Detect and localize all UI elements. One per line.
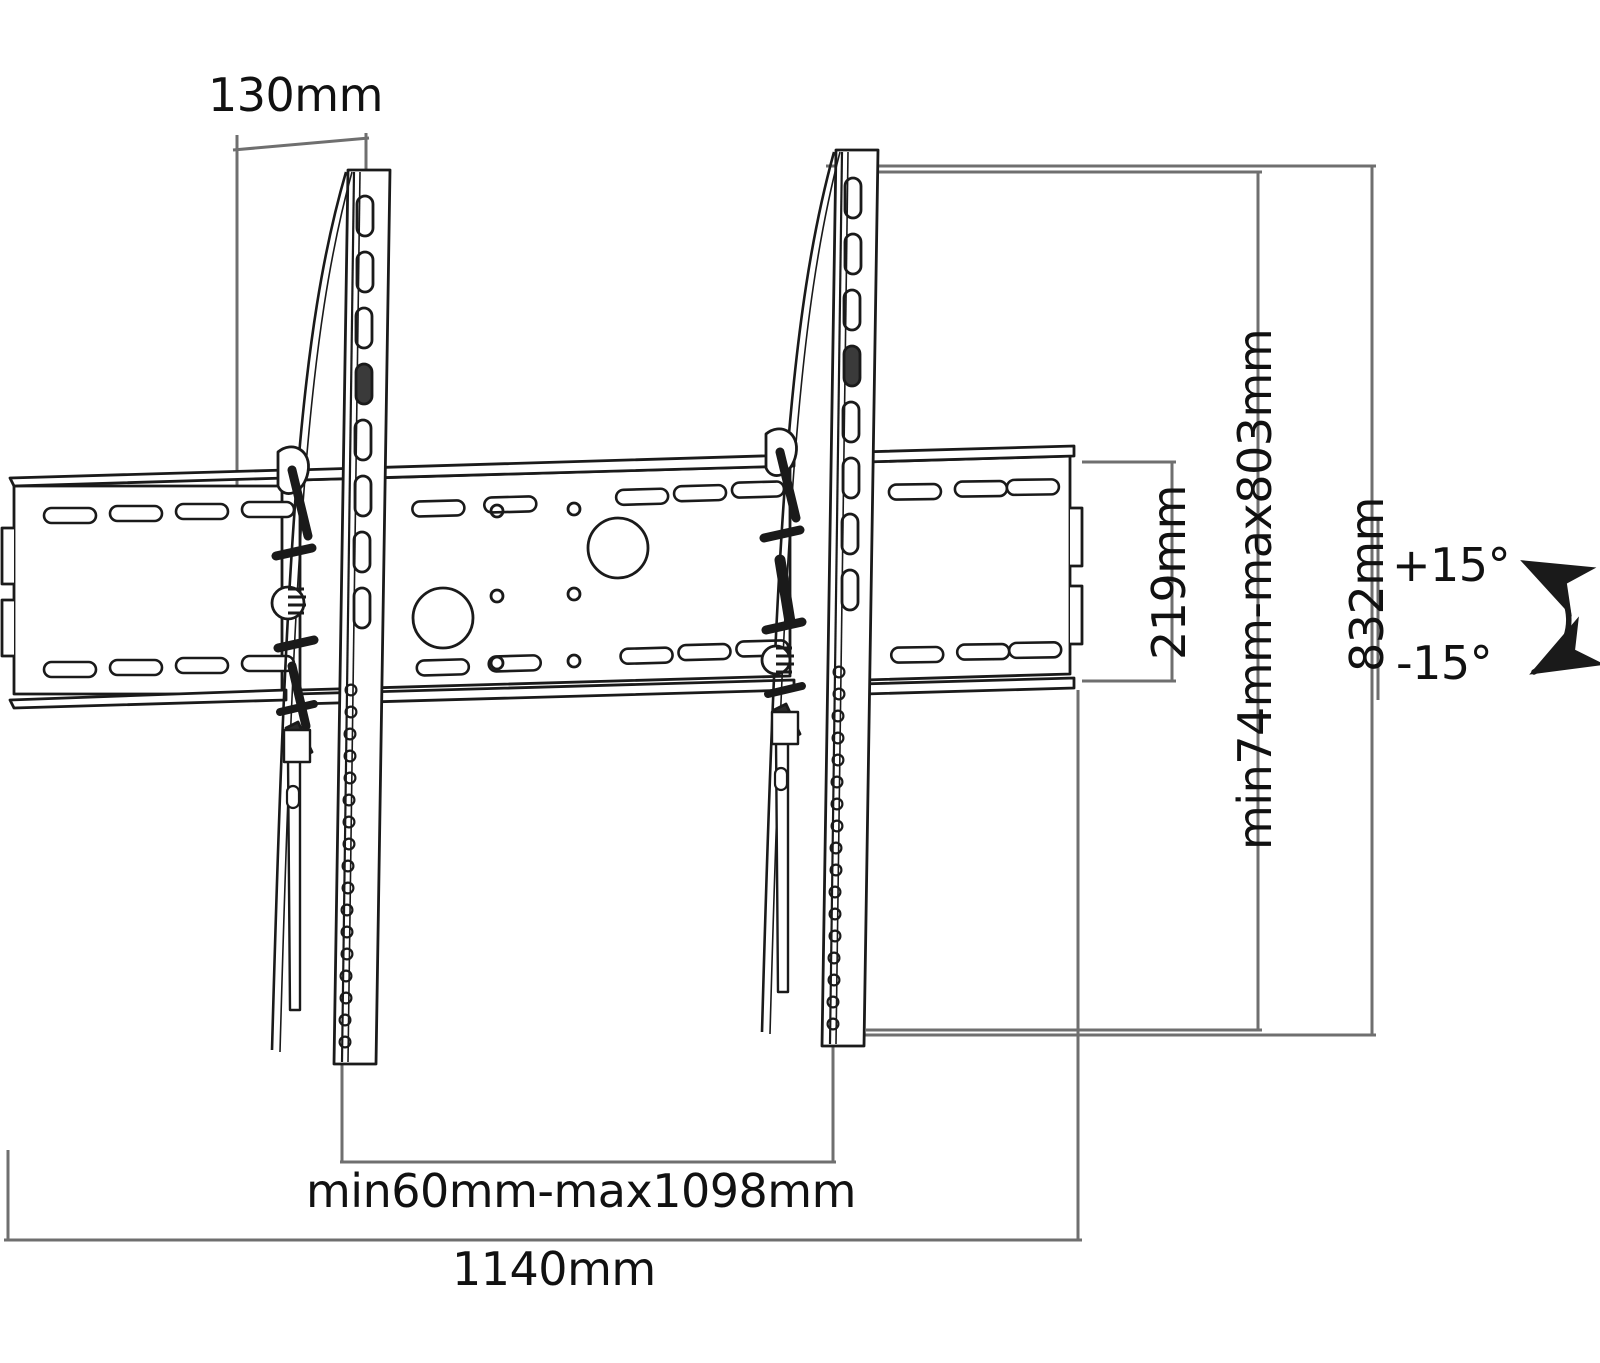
- tilt-label-negative: -15°: [1396, 636, 1493, 690]
- wall-plate-center: [294, 453, 796, 706]
- dimension-label-219mm: 219mm: [1142, 485, 1196, 660]
- dimension-label-832mm: 832mm: [1340, 497, 1394, 672]
- wall-plate-right: [859, 444, 1084, 696]
- dimension-label-1140mm: 1140mm: [452, 1242, 656, 1296]
- vertical-rail-left: [270, 168, 392, 1066]
- mount-assembly: [0, 148, 1084, 1066]
- tilt-hinge-right: [759, 427, 807, 994]
- tilt-arc-arrow-icon: [1520, 560, 1600, 675]
- wall-plate-left: [0, 468, 296, 710]
- tilt-hinge-left: [270, 445, 319, 1012]
- dimension-label-130mm: 130mm: [208, 68, 383, 122]
- dimension-lines: [4, 133, 1380, 1242]
- vertical-rail-right: [760, 148, 880, 1048]
- dimension-label-vertical-range: min74mm-max803mm: [1228, 328, 1282, 850]
- dimension-label-horizontal-range: min60mm-max1098mm: [306, 1164, 856, 1218]
- tilt-label-positive: +15°: [1392, 538, 1511, 592]
